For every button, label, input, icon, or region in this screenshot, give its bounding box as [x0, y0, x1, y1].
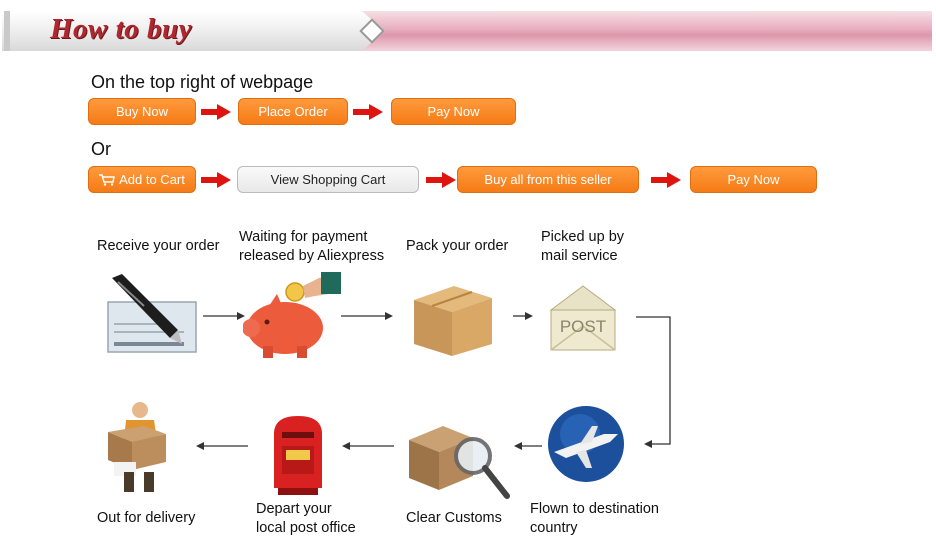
step-label-flown: Flown to destination country	[530, 501, 659, 536]
flow-arrow-icon	[342, 442, 394, 450]
magnifier-box-icon	[409, 426, 510, 499]
post-stamp-text: POST	[560, 317, 606, 336]
arrow-right-icon	[353, 104, 383, 120]
step-label-payment: Waiting for payment released by Aliexpre…	[239, 229, 385, 264]
check-pen-icon	[107, 274, 197, 353]
arrow-right-icon	[426, 172, 456, 188]
arrow-right-icon	[651, 172, 681, 188]
arrow-right-icon	[201, 104, 231, 120]
banner-title-plate	[2, 11, 384, 51]
banner-edge	[4, 11, 10, 51]
arrow-right-icon	[201, 172, 231, 188]
flow-arrow-icon	[514, 442, 542, 450]
step-label-pack: Pack your order	[406, 238, 509, 254]
flow-arrow-icon	[196, 442, 248, 450]
courier-icon	[108, 402, 166, 492]
flow-arrow-icon	[341, 312, 393, 320]
place-order-button[interactable]: Place Order	[238, 98, 348, 125]
page-title: How to buy	[50, 13, 192, 45]
buy-now-button[interactable]: Buy Now	[88, 98, 196, 125]
add-to-cart-label: Add to Cart	[119, 172, 185, 187]
step-label-pickup: Picked up by mail service	[541, 229, 625, 264]
cart-icon	[99, 173, 115, 186]
pay-now-button[interactable]: Pay Now	[391, 98, 516, 125]
flow-arrow-icon	[513, 312, 533, 320]
post-envelope-icon: POST	[549, 285, 617, 351]
buy-all-from-seller-button[interactable]: Buy all from this seller	[457, 166, 639, 193]
flow-connector-icon	[636, 316, 671, 448]
flow-arrow-icon	[203, 312, 245, 320]
airplane-globe-icon	[548, 406, 624, 482]
header-banner: How to buy	[2, 11, 932, 51]
step-label-depart: Depart your local post office	[256, 501, 356, 536]
add-to-cart-button[interactable]: Add to Cart	[88, 166, 196, 193]
option1-heading: On the top right of webpage	[91, 72, 314, 92]
piggy-bank-icon	[243, 272, 341, 358]
pay-now-button-2[interactable]: Pay Now	[690, 166, 817, 193]
option2-heading: Or	[91, 139, 111, 159]
red-mailbox-icon	[274, 416, 322, 495]
view-shopping-cart-button[interactable]: View Shopping Cart	[237, 166, 419, 193]
step-label-receive: Receive your order	[97, 238, 220, 254]
step-label-customs: Clear Customs	[406, 510, 502, 526]
step-label-delivery: Out for delivery	[97, 510, 196, 526]
cardboard-box-icon	[414, 286, 492, 356]
